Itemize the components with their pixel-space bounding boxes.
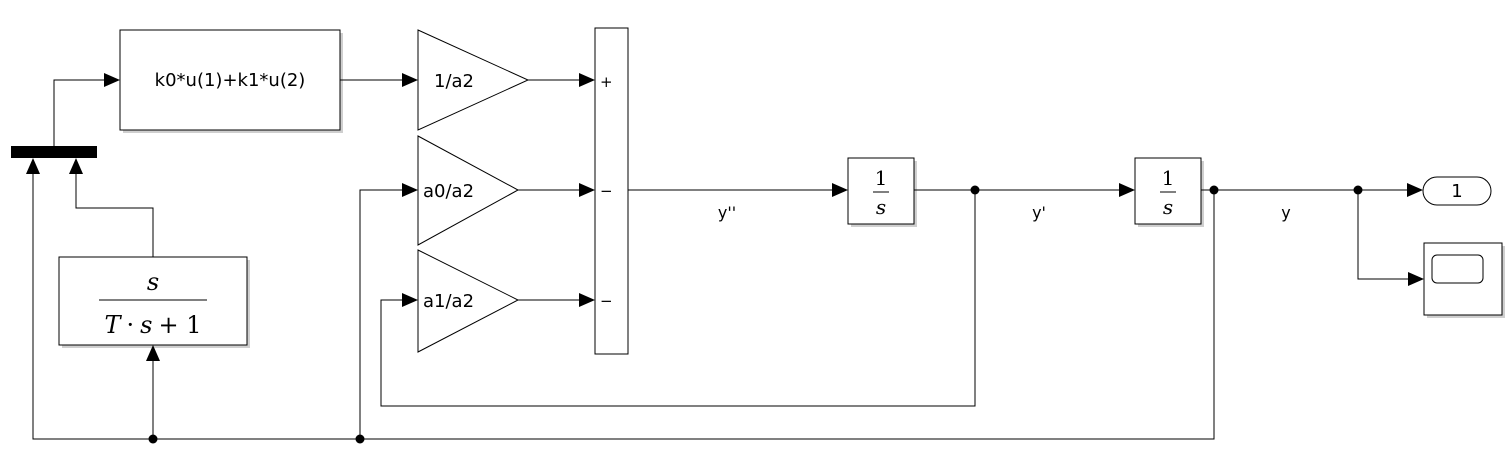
wire-y-feedback <box>32 172 1215 440</box>
arrow-into-fcn <box>104 73 120 87</box>
arrow-into-integrator-2 <box>1119 183 1135 197</box>
transfer-fcn-block[interactable]: s T·s+ 1 <box>58 256 250 348</box>
arrow-sum-in-2 <box>579 183 595 197</box>
arrow-sum-in-1 <box>579 73 595 87</box>
gain-block-a0-a2[interactable]: a0/a2 <box>417 135 520 246</box>
fcn-block[interactable]: k0*u(1)+k1*u(2) <box>119 29 343 133</box>
integrator-block-1[interactable]: 1 s <box>847 157 917 227</box>
arrow-into-transfer-fcn <box>146 345 160 361</box>
arrow-into-scope <box>1408 272 1424 286</box>
gain-a1-a2-label: a1/a2 <box>423 291 474 312</box>
gain-a0-a2-label: a0/a2 <box>423 181 474 202</box>
sum-sign-minus-1: − <box>600 182 613 200</box>
integrator-1-numerator: 1 <box>875 166 888 190</box>
arrow-into-outport <box>1407 183 1423 197</box>
scope-block[interactable] <box>1423 242 1505 318</box>
integrator-block-2[interactable]: 1 s <box>1134 157 1204 227</box>
arrow-sum-in-3 <box>579 293 595 307</box>
wire-dy-feedback <box>380 190 976 407</box>
signal-label-ddy: y'' <box>718 203 736 222</box>
integrator-2-numerator: 1 <box>1162 166 1175 190</box>
gain-block-a1-a2[interactable]: a1/a2 <box>417 249 520 353</box>
sum-sign-minus-2: − <box>600 292 613 310</box>
tf-denominator: T·s+ 1 <box>105 311 202 339</box>
tf-numerator: s <box>147 268 159 296</box>
sum-sign-plus: + <box>600 73 613 91</box>
fcn-expression: k0*u(1)+k1*u(2) <box>155 70 306 91</box>
arrow-into-integrator-1 <box>832 183 848 197</box>
gain-block-1-a2[interactable]: 1/a2 <box>417 29 530 131</box>
arrow-into-mux-2 <box>69 158 83 174</box>
outport-label: 1 <box>1451 181 1462 202</box>
arrow-into-gain-top <box>402 73 418 87</box>
scope-screen-icon <box>1431 254 1484 284</box>
gain-1-a2-label: 1/a2 <box>434 71 474 92</box>
wire-y-to-scope <box>1357 190 1410 280</box>
arrow-into-gain-mid <box>402 183 418 197</box>
arrow-into-gain-bot <box>402 293 418 307</box>
integrator-1-denominator: s <box>876 195 886 219</box>
wire-mux-to-fcn <box>53 79 105 146</box>
integrator-2-denominator: s <box>1163 195 1173 219</box>
signal-label-y: y <box>1281 203 1290 222</box>
arrow-into-mux-1 <box>26 158 40 174</box>
wire-transfer-fcn-to-mux <box>75 172 154 257</box>
sum-block[interactable]: + − − <box>594 27 629 355</box>
signal-label-dy: y' <box>1032 203 1046 222</box>
mux-block[interactable] <box>11 146 97 158</box>
wire-y-to-gain-mid <box>359 189 404 439</box>
outport-block[interactable]: 1 <box>1422 176 1492 206</box>
